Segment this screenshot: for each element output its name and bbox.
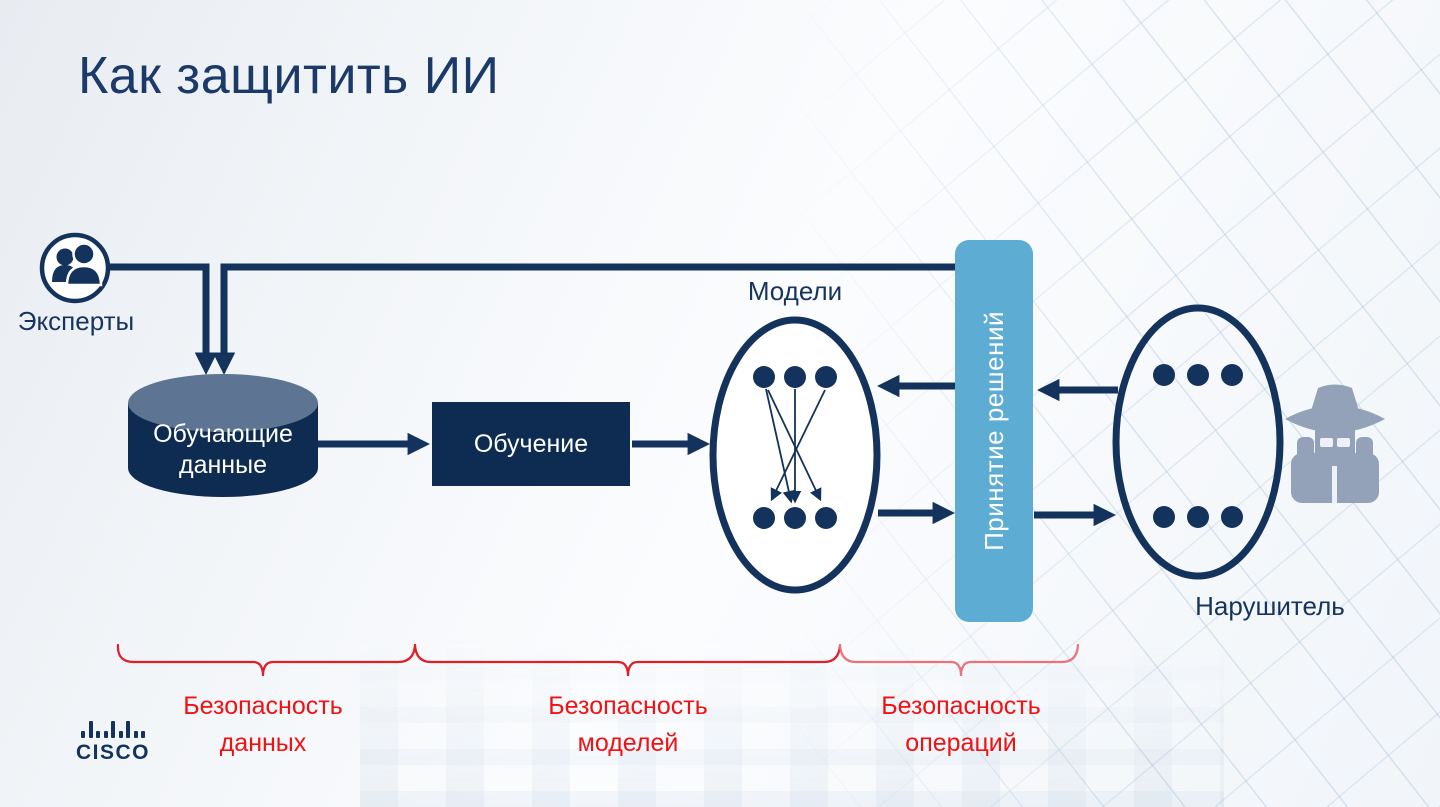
- intruder-label: Нарушитель: [1195, 591, 1345, 621]
- training-box: Обучение: [432, 402, 630, 486]
- arrow-experts-to-data: [108, 263, 218, 375]
- zone-label-operations-security: Безопасность операций: [881, 692, 1041, 757]
- brace-operations-security: [838, 643, 1080, 677]
- cisco-logo-bars: [70, 720, 156, 738]
- arrow-decision-feedback-to-data: [212, 263, 955, 375]
- cisco-logo-text: CISCO: [75, 741, 150, 764]
- decision-label: Принятие решений: [978, 311, 1009, 551]
- experts-label: Эксперты: [17, 306, 135, 336]
- slide-title: Как защитить ИИ: [78, 47, 500, 105]
- intruder-nodes: [1153, 364, 1243, 528]
- experts-people-icon: [39, 232, 111, 304]
- cisco-logo: CISCO: [70, 720, 156, 765]
- brace-data-security: [116, 643, 417, 677]
- model-nodes: [753, 366, 837, 529]
- training-data-label: Обучающие данные: [153, 420, 293, 479]
- decision-box: Принятие решений: [955, 240, 1033, 622]
- training-data-cylinder: [128, 374, 318, 497]
- spy-icon: [1285, 384, 1385, 503]
- training-label: Обучение: [473, 429, 589, 458]
- brace-model-security: [413, 643, 842, 677]
- flow-arrows: [108, 263, 1118, 527]
- zone-label-model-security: Безопасность моделей: [548, 692, 708, 757]
- background-circuit-texture: [360, 637, 1224, 807]
- intruder-ellipse: [1112, 304, 1284, 580]
- models-label: Модели: [747, 276, 843, 306]
- zone-label-data-security: Безопасность данных: [183, 692, 343, 757]
- models-neural-network: [709, 316, 881, 594]
- security-zone-braces: [116, 643, 1080, 677]
